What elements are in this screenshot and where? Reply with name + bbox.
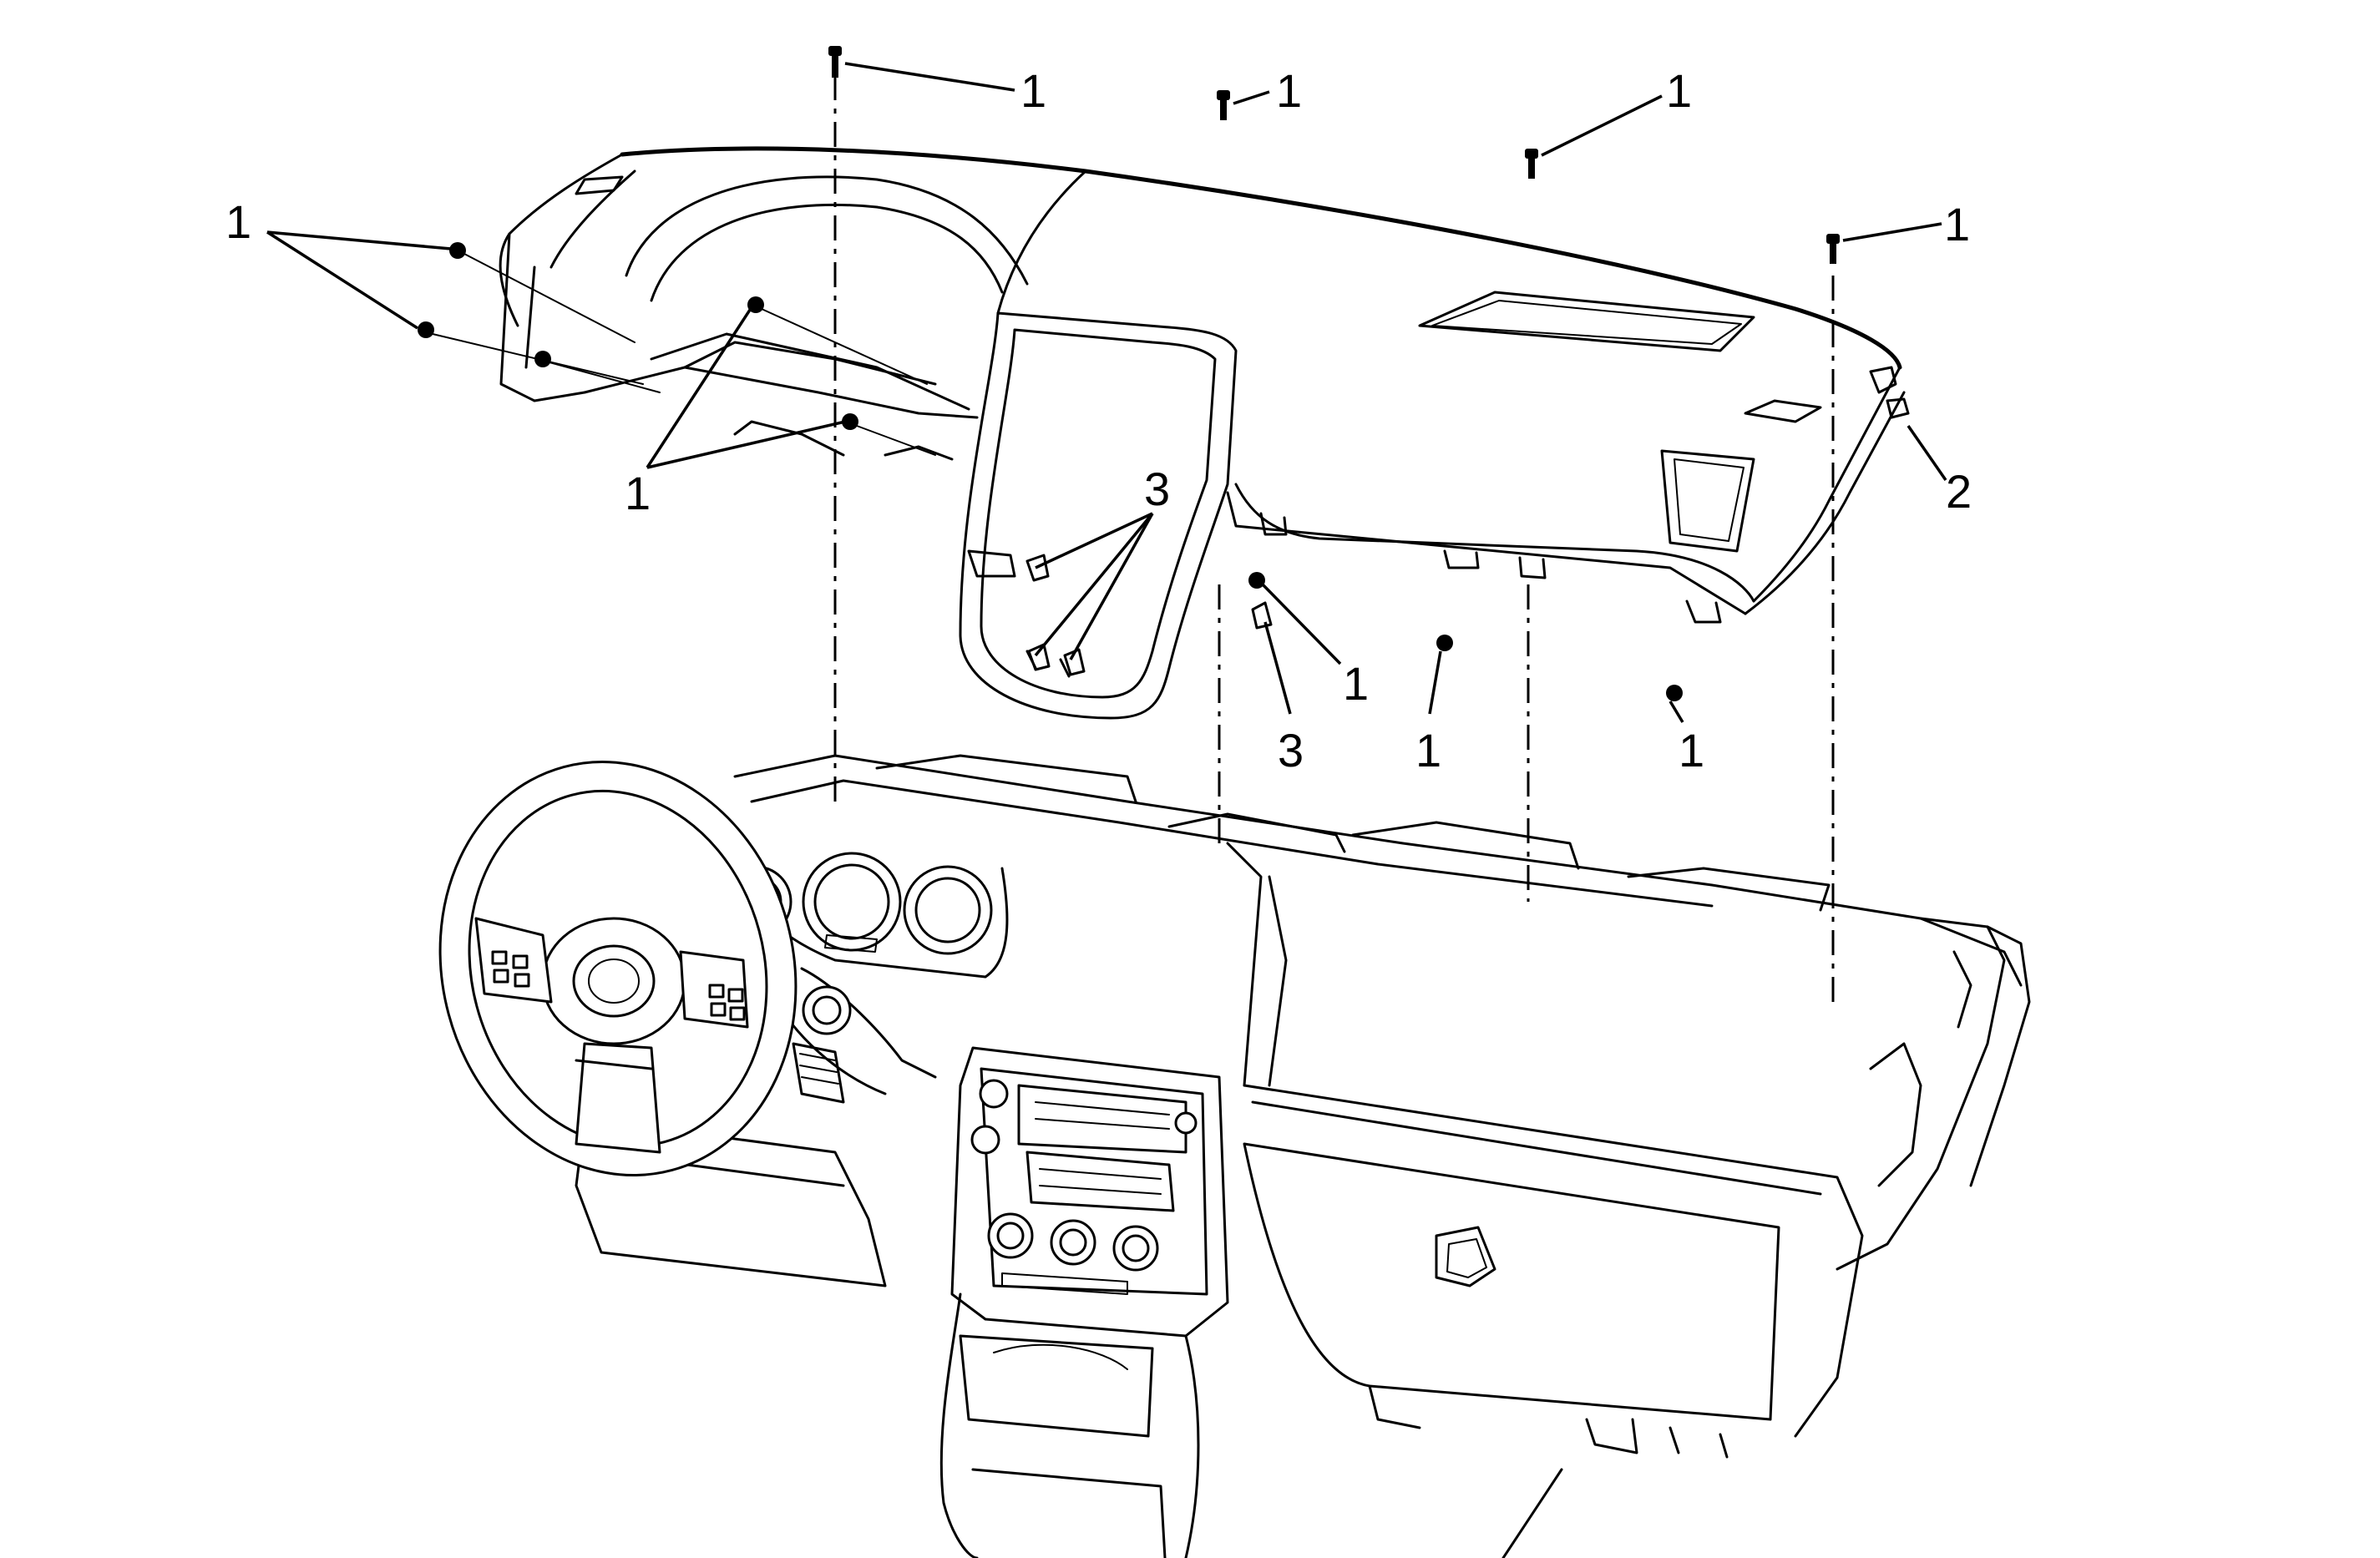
- screw-left-2: [418, 321, 434, 338]
- callout-3-upper: 3: [1144, 463, 1170, 515]
- clip-2: [1027, 643, 1051, 671]
- instrument-panel-lower-assembly: [575, 754, 2031, 1558]
- callout-1-upper-left: 1: [225, 195, 251, 248]
- alignment-lines: [833, 75, 1835, 1002]
- screw-left-3: [534, 351, 551, 367]
- callout-1-lower-center: 1: [1415, 724, 1441, 776]
- clip-4: [1251, 601, 1273, 630]
- clip-1: [1025, 554, 1050, 582]
- callout-1-right: 1: [1944, 198, 1970, 250]
- fasteners: [418, 46, 1840, 701]
- screw-lower-3: [1666, 685, 1683, 701]
- callout-3-lower: 3: [1278, 724, 1304, 776]
- screw-top-4: [1826, 234, 1840, 264]
- screw-left-5: [842, 413, 858, 430]
- steering-wheel: [438, 760, 798, 1177]
- leader-lines: [266, 62, 1947, 723]
- callout-1-lower-left: 1: [625, 467, 651, 519]
- screw-top-2: [1217, 90, 1230, 120]
- screw-top-3: [1525, 149, 1538, 179]
- screw-lower-2: [1436, 635, 1453, 651]
- callout-1-top-center: 1: [1020, 64, 1046, 117]
- callout-1-center: 1: [1343, 657, 1369, 710]
- callout-1-top-right: 1: [1666, 64, 1692, 117]
- callouts: 1 1 1 1 1 1 1 1 1 2 3 3: [225, 64, 1972, 776]
- screw-left-1: [449, 242, 466, 259]
- callout-1-top-mid: 1: [1276, 64, 1302, 117]
- callout-2: 2: [1946, 465, 1972, 518]
- screw-top-1: [828, 46, 842, 78]
- instrument-panel-upper-trim-pad: [499, 146, 1910, 720]
- callout-1-lower-right: 1: [1679, 724, 1704, 776]
- screw-lower-1: [1248, 572, 1265, 589]
